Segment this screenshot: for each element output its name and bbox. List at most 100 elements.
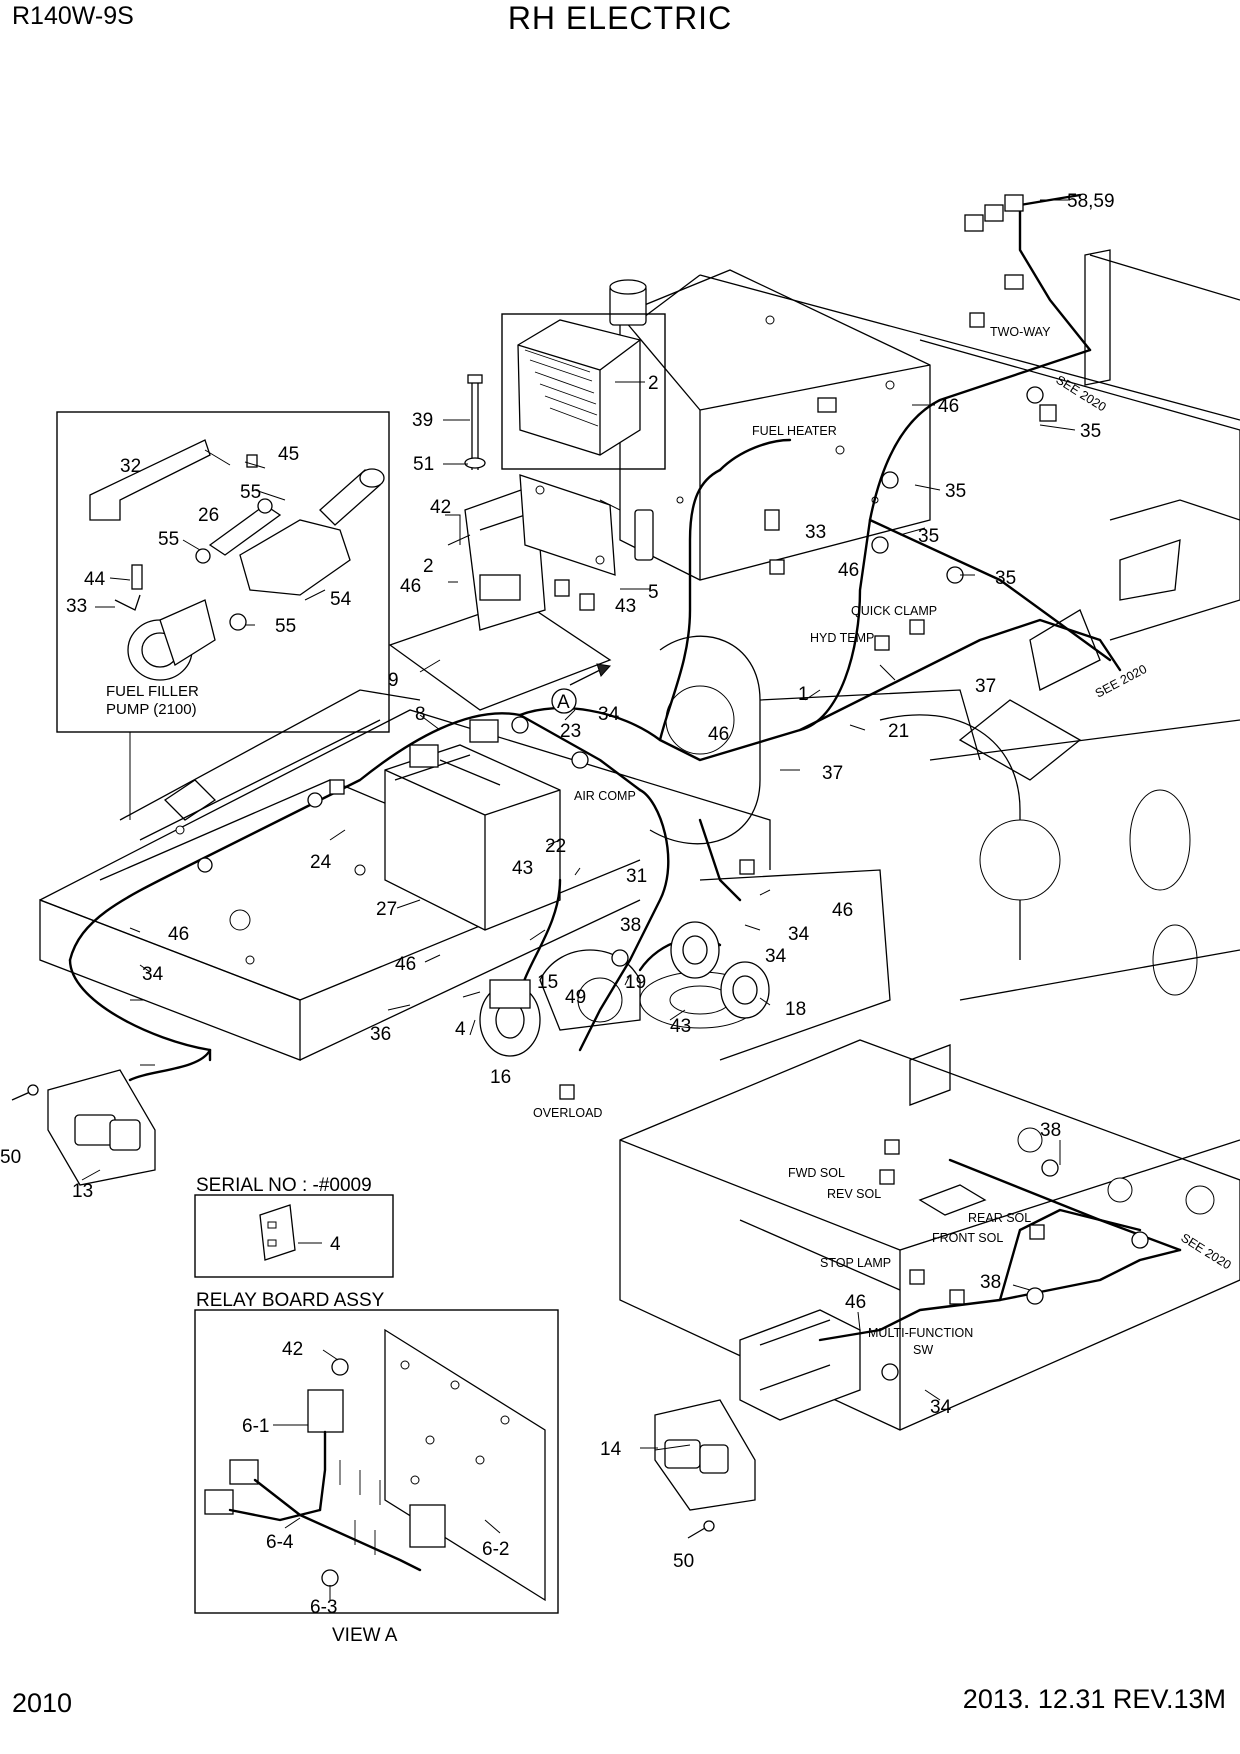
callout-38-b: 38 bbox=[1040, 1120, 1061, 1141]
callout-34-d: 34 bbox=[142, 964, 164, 985]
relay-assembly-16 bbox=[479, 979, 541, 1057]
callout-45: 45 bbox=[278, 444, 299, 465]
callout-37-b: 37 bbox=[822, 763, 843, 784]
callout-33-tank: 33 bbox=[805, 522, 826, 543]
callout-43-c: 43 bbox=[670, 1016, 691, 1037]
note-see-2020-c: SEE 2020 bbox=[1178, 1231, 1233, 1273]
callout-35-a: 35 bbox=[1080, 421, 1101, 442]
callout-6-3: 6-3 bbox=[310, 1597, 337, 1618]
note-see-2020-a: SEE 2020 bbox=[1053, 373, 1108, 415]
callout-39: 39 bbox=[412, 410, 433, 431]
callout-8: 8 bbox=[415, 704, 426, 725]
callout-4: 4 bbox=[455, 1019, 466, 1040]
callout-46-a: 46 bbox=[400, 576, 421, 597]
left-deck bbox=[39, 689, 771, 1061]
note-hyd-temp: HYD TEMP bbox=[810, 631, 874, 645]
serial-inset-title: SERIAL NO : -#0009 bbox=[196, 1175, 372, 1196]
callout-31: 31 bbox=[626, 866, 647, 887]
callout-35-b: 35 bbox=[945, 481, 966, 502]
note-air-comp: AIR COMP bbox=[574, 789, 636, 803]
callout-55-c: 55 bbox=[275, 616, 296, 637]
horns bbox=[670, 921, 770, 1019]
callout-21: 21 bbox=[888, 721, 909, 742]
callout-16: 16 bbox=[490, 1067, 511, 1088]
model-code: R140W-9S bbox=[12, 2, 134, 30]
callout-44: 44 bbox=[84, 569, 106, 590]
callout-50-b: 50 bbox=[673, 1551, 694, 1572]
note-front-sol: FRONT SOL bbox=[932, 1231, 1003, 1245]
callout-24: 24 bbox=[310, 852, 332, 873]
note-multi-function-1: MULTI-FUNCTION bbox=[868, 1326, 973, 1340]
fuel-pump-inset bbox=[56, 411, 390, 733]
note-overload: OVERLOAD bbox=[533, 1106, 602, 1120]
callout-2-inset: 2 bbox=[648, 373, 659, 394]
callout-34-b: 34 bbox=[788, 924, 810, 945]
callout-6-1: 6-1 bbox=[242, 1416, 269, 1437]
callout-numbers: 58,59 2 46 35 35 35 35 39 45 32 55 55 55… bbox=[0, 191, 1115, 1618]
revision-date: 2013. 12.31 REV.13M bbox=[962, 1684, 1226, 1714]
page-title: RH ELECTRIC bbox=[507, 0, 733, 36]
note-quick-clamp: QUICK CLAMP bbox=[851, 604, 937, 618]
fuel-pump-caption-1: FUEL FILLER bbox=[106, 683, 199, 700]
connectors bbox=[197, 194, 1149, 1381]
callout-50-a: 50 bbox=[0, 1147, 21, 1168]
leader-lines bbox=[81, 199, 1076, 1600]
callout-34-c: 34 bbox=[765, 946, 787, 967]
callout-46-g: 46 bbox=[845, 1292, 866, 1313]
view-a-letter: A bbox=[557, 692, 570, 713]
callout-55-a: 55 bbox=[240, 482, 261, 503]
callout-46-d: 46 bbox=[168, 924, 189, 945]
note-two-way: TWO-WAY bbox=[990, 325, 1051, 339]
fuel-pump-caption-2: PUMP (2100) bbox=[106, 701, 197, 718]
callout-55-b: 55 bbox=[158, 529, 179, 550]
callout-35-c: 35 bbox=[918, 526, 939, 547]
note-see-2020-b: SEE 2020 bbox=[1093, 662, 1149, 701]
callout-9: 9 bbox=[388, 670, 399, 691]
callout-15: 15 bbox=[537, 972, 558, 993]
boom-foot bbox=[539, 635, 1240, 1061]
callout-5: 5 bbox=[648, 582, 659, 603]
callout-38-a: 38 bbox=[620, 915, 641, 936]
note-fuel-heater: FUEL HEATER bbox=[752, 424, 837, 438]
callout-46-e: 46 bbox=[832, 900, 853, 921]
note-rev-sol: REV SOL bbox=[827, 1187, 881, 1201]
callout-32: 32 bbox=[120, 456, 141, 477]
relay-board-title: RELAY BOARD ASSY bbox=[196, 1290, 385, 1311]
callout-6-4: 6-4 bbox=[266, 1532, 294, 1553]
page-number: 2010 bbox=[12, 1688, 73, 1718]
callout-37-a: 37 bbox=[975, 676, 996, 697]
inset-captions: FUEL FILLER PUMP (2100) SERIAL NO : -#00… bbox=[106, 683, 398, 1646]
view-a-caption: VIEW A bbox=[332, 1625, 398, 1646]
upper-frame bbox=[609, 249, 1240, 781]
note-stop-lamp: STOP LAMP bbox=[820, 1256, 891, 1270]
callout-43-a: 43 bbox=[615, 596, 636, 617]
callout-13: 13 bbox=[72, 1181, 93, 1202]
callout-35-d: 35 bbox=[995, 568, 1016, 589]
note-multi-function-2: SW bbox=[913, 1343, 933, 1357]
callout-49: 49 bbox=[565, 987, 586, 1008]
callout-34-e: 34 bbox=[930, 1397, 952, 1418]
callout-18: 18 bbox=[785, 999, 806, 1020]
callout-4-serial: 4 bbox=[330, 1234, 341, 1255]
callout-46-f: 46 bbox=[395, 954, 416, 975]
serial-inset bbox=[194, 1194, 394, 1278]
ecu-inset bbox=[501, 313, 666, 470]
view-a-marker: A bbox=[551, 688, 577, 714]
ecu-mount bbox=[388, 374, 654, 711]
callout-58-59: 58,59 bbox=[1067, 191, 1115, 212]
callout-26: 26 bbox=[198, 505, 219, 526]
callout-54: 54 bbox=[330, 589, 352, 610]
note-fwd-sol: FWD SOL bbox=[788, 1166, 845, 1180]
callout-33-pump: 33 bbox=[66, 596, 87, 617]
callout-19: 19 bbox=[625, 972, 646, 993]
callout-51: 51 bbox=[413, 454, 434, 475]
callout-36: 36 bbox=[370, 1024, 391, 1045]
callout-46-c: 46 bbox=[708, 724, 729, 745]
note-rear-sol: REAR SOL bbox=[968, 1211, 1031, 1225]
callout-42-relay: 42 bbox=[282, 1339, 303, 1360]
callout-38-c: 38 bbox=[980, 1272, 1001, 1293]
callout-46-tank: 46 bbox=[938, 396, 959, 417]
callout-34-a: 34 bbox=[598, 704, 620, 725]
callout-42: 42 bbox=[430, 497, 451, 518]
